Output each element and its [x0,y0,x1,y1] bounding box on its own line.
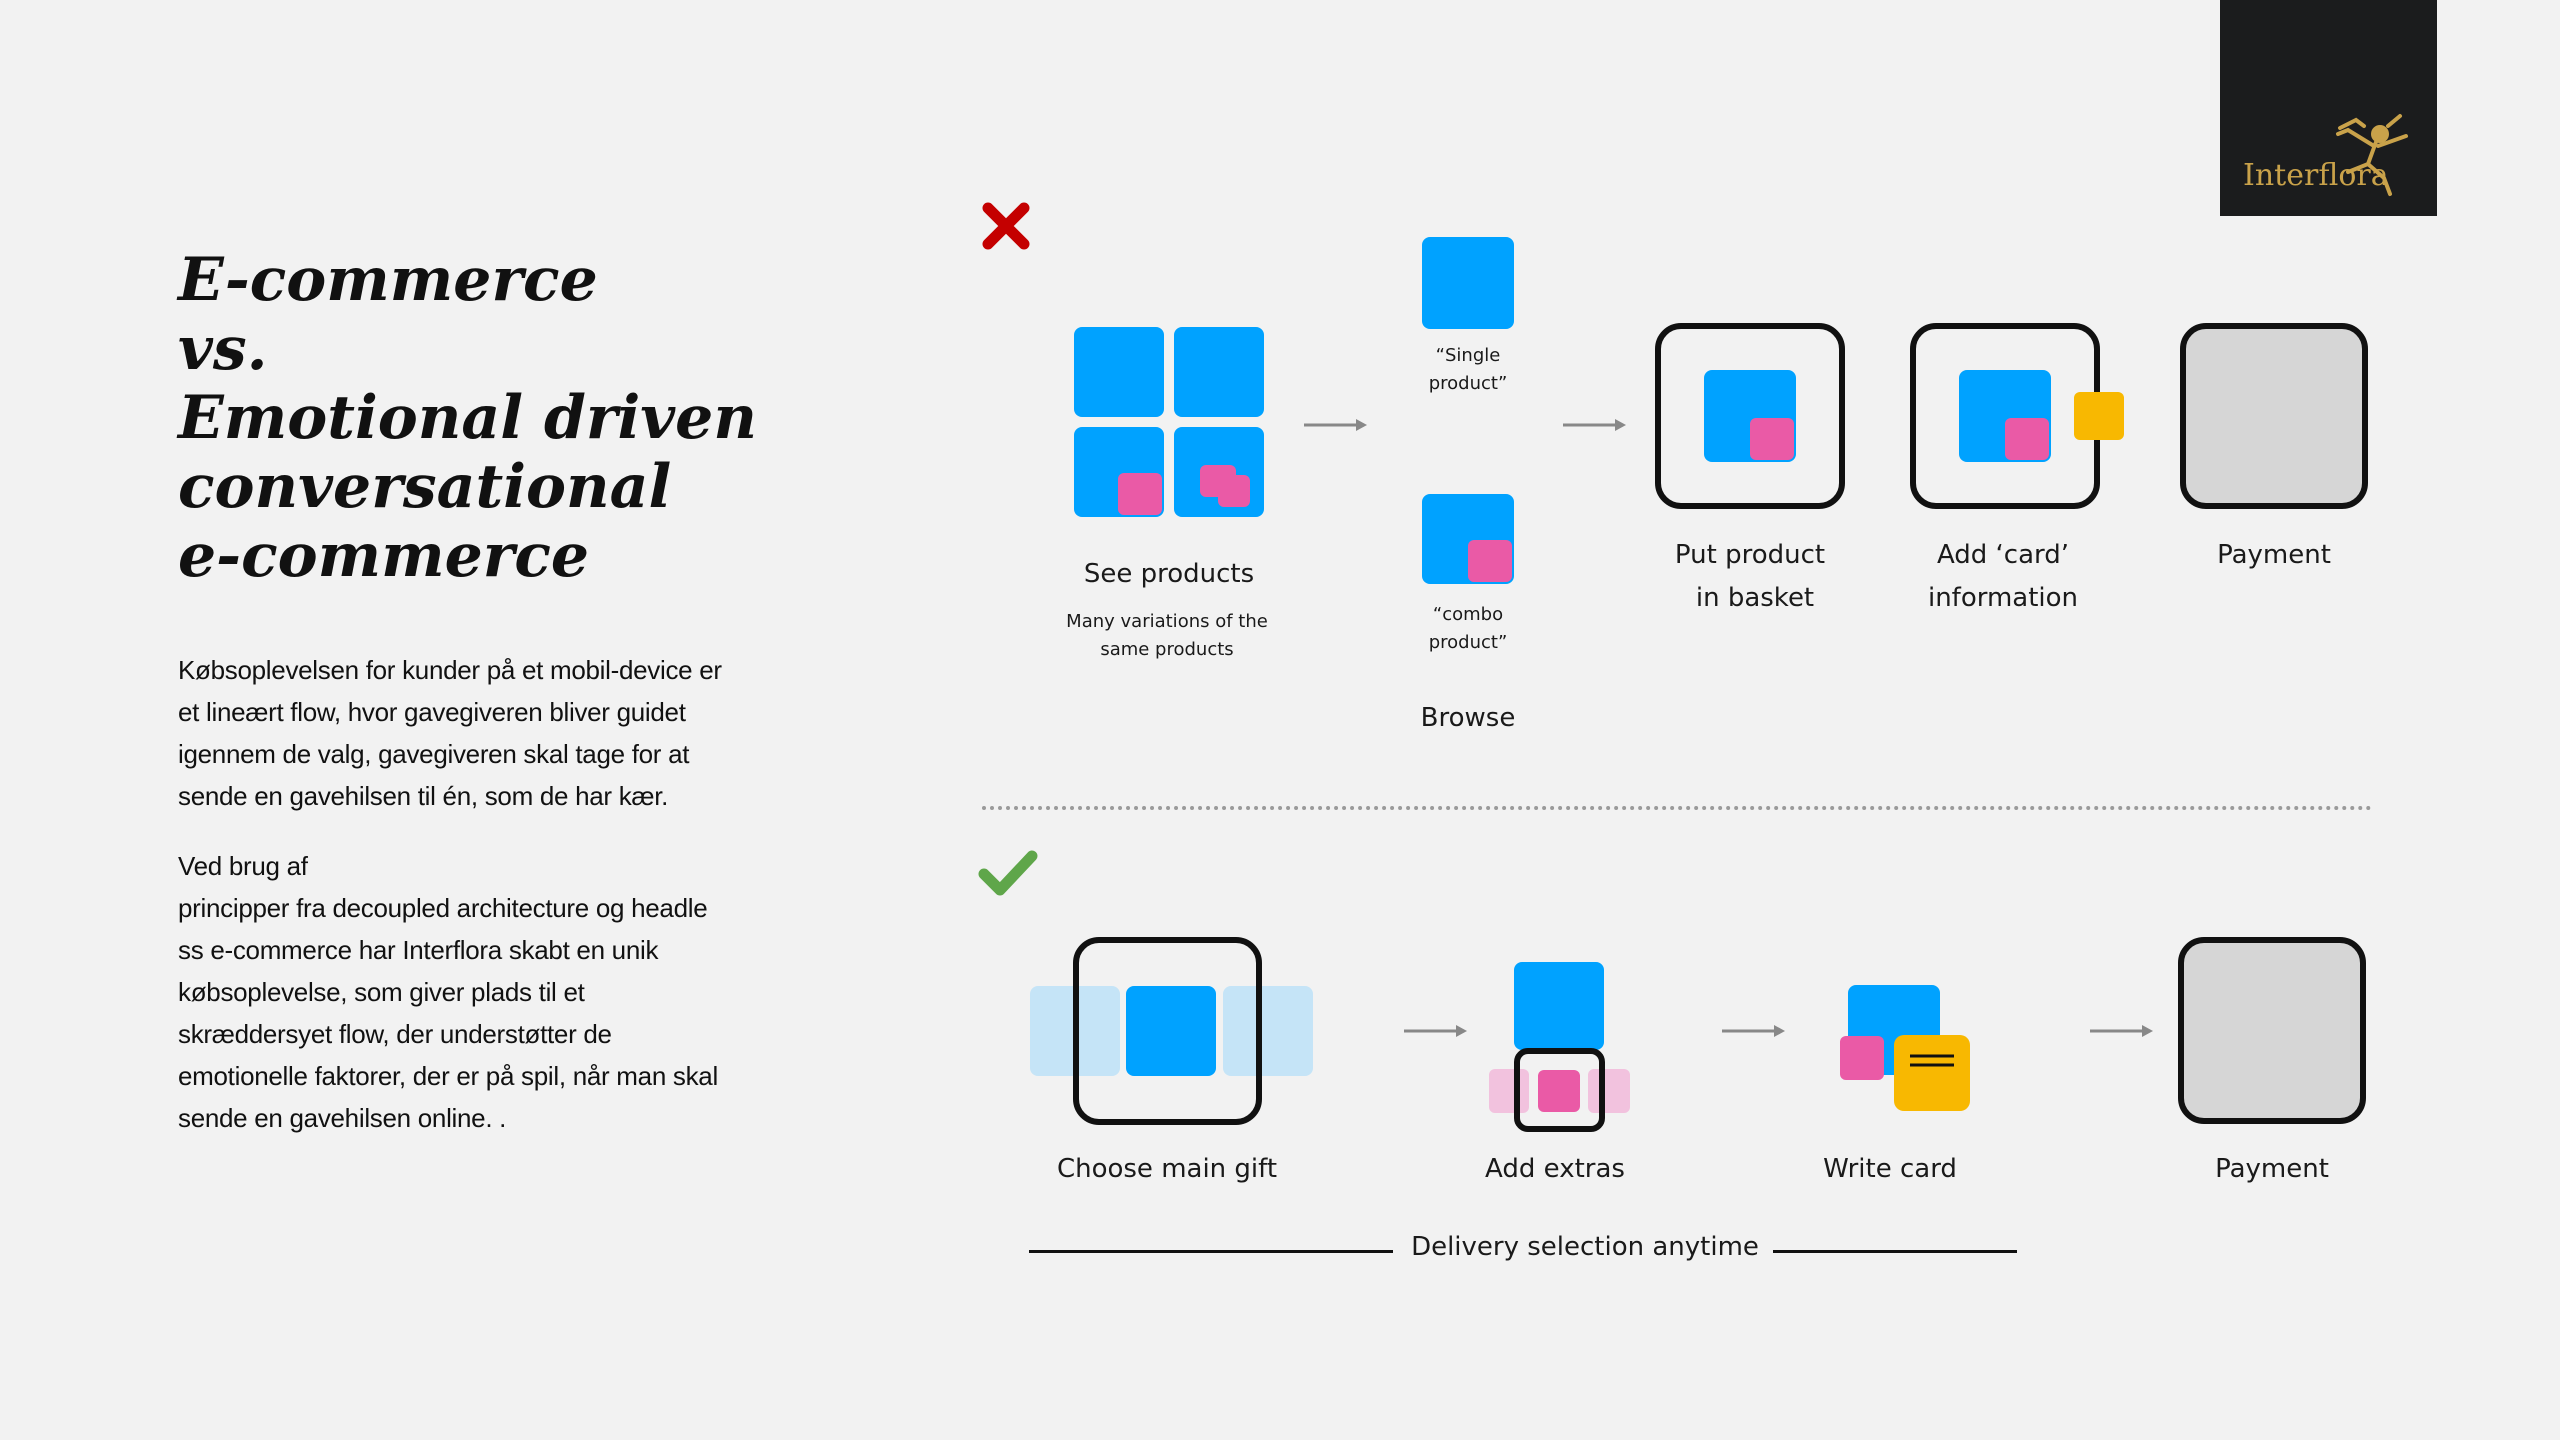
payment-label: Payment [2215,1154,2329,1184]
interflora-logo-text: Interflora [2243,158,2389,193]
product-tile [1074,327,1164,417]
combo-product-label: “combo [1432,604,1504,625]
write-card-label: Write card [1823,1154,1957,1184]
paragraph-line: sende en gavehilsen til én, som de har k… [178,781,669,811]
extra-option-tile [1489,1069,1529,1113]
arrow-right-icon [1404,1025,1467,1037]
greeting-card-tile [1894,1035,1970,1111]
extra-tile [1218,475,1250,507]
see-products-caption: same products [1100,639,1234,660]
alternative-gift-tile [1223,986,1313,1076]
combo-product-label: product” [1428,632,1508,653]
headline-line: vs. [178,314,268,384]
single-product-tile [1422,237,1514,329]
text-lines-icon [1910,1054,1954,1067]
payment-box [2178,937,2366,1124]
paragraph-line: Købsoplevelsen for kunder på et mobil-de… [178,655,722,685]
single-product-label: product” [1428,373,1508,394]
main-gift-box [1073,937,1262,1125]
intro-paragraph: Købsoplevelsen for kunder på et mobil-de… [178,649,798,817]
put-in-basket-label: in basket [1695,583,1815,613]
headline-line: e-commerce [178,521,590,591]
basket-box [1655,323,1845,509]
see-products-caption: Many variations of the [1066,611,1268,632]
card-extra-tile [2005,418,2049,460]
choose-main-gift-label: Choose main gift [1056,1154,1278,1184]
extras-gift-tile [1514,962,1604,1050]
paragraph-line: sende en gavehilsen online. . [178,1103,507,1133]
delivery-line-left [1029,1250,1393,1253]
paragraph-line: igennem de valg, gavegiveren skal tage f… [178,739,690,769]
add-card-label: Add ‘card’ [1936,540,2070,570]
paragraph-line: skræddersyet flow, der understøtter de [178,1019,612,1049]
paragraph-line: købsoplevelse, som giver plads til et [178,977,585,1007]
mercury-figure-icon [2336,114,2408,196]
paragraph-line: emotionelle faktorer, der er på spil, nå… [178,1061,718,1091]
cross-mark-icon [982,202,1030,250]
arrow-right-icon [1722,1025,1785,1037]
delivery-selection-label: Delivery selection anytime [1411,1232,1759,1262]
section-divider [982,806,2372,810]
paragraph-line: principper fra decoupled architecture og… [178,893,708,923]
add-extras-label: Add extras [1485,1154,1625,1184]
card-note-tile [2074,392,2124,440]
interflora-logo-box [2220,0,2437,216]
headline-line: conversational [178,452,672,522]
payment-label: Payment [2217,540,2331,570]
extra-tile [1118,473,1162,515]
combo-extra-tile [1468,540,1512,582]
browse-label: Browse [1420,703,1516,733]
main-gift-tile [1126,986,1216,1076]
product-grid [1074,327,1264,517]
see-products-label: See products [1083,559,1255,589]
product-tile [1174,327,1264,417]
paragraph-line: et lineært flow, hvor gavegiveren bliver… [178,697,686,727]
page-headline: E-commerce vs. Emotional driven conversa… [178,246,778,591]
delivery-line-right [1773,1250,2017,1253]
put-in-basket-label: Put product [1674,540,1826,570]
arrow-right-icon [1304,419,1367,431]
extra-option-tile [1588,1069,1630,1113]
basket-extra-tile [1750,418,1794,460]
paragraph-line: ss e-commerce har Interflora skabt en un… [178,935,659,965]
check-mark-icon [978,850,1038,896]
paragraph-line: Ved brug af [178,851,308,881]
selected-extra-tile [1538,1070,1580,1112]
single-product-label: “Single [1435,345,1501,366]
add-card-label: information [1927,583,2079,613]
arrow-right-icon [1563,419,1626,431]
card-extra-tile [1840,1036,1884,1080]
headline-line: Emotional driven [178,383,757,453]
payment-box [2180,323,2368,509]
headline-line: E-commerce [178,245,598,315]
architecture-paragraph: Ved brug af principper fra decoupled arc… [178,845,798,1139]
arrow-right-icon [2090,1025,2153,1037]
selected-extra-box [1514,1048,1605,1132]
